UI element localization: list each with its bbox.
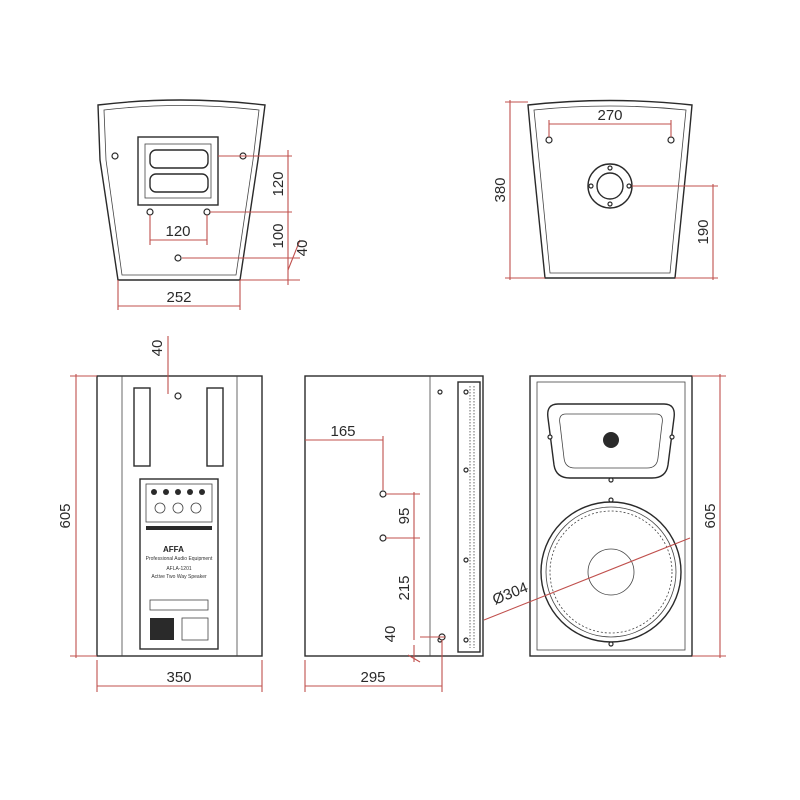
dim-bottom-pole-height: 190 <box>695 219 712 244</box>
top-view: 120 120 100 40 252 <box>97 99 311 310</box>
dim-side-spacing-2: 215 <box>396 575 413 600</box>
woofer <box>540 501 682 643</box>
dim-top-width: 252 <box>166 289 191 306</box>
side-view: 165 95 215 40 295 <box>304 375 484 692</box>
panel-brand: AFFA <box>163 545 184 554</box>
dim-rear-top-offset: 40 <box>149 340 166 357</box>
panel-description: Active Two Way Speaker <box>151 574 207 580</box>
panel-tagline: Professional Audio Equipment <box>146 556 213 562</box>
dim-rear-width: 350 <box>166 669 191 686</box>
amplifier-panel <box>139 478 219 650</box>
bottom-view: 270 380 190 <box>492 99 718 280</box>
dim-top-mount-offset: 100 <box>270 223 287 248</box>
panel-model: AFLA-1201 <box>166 566 192 572</box>
dim-bottom-height: 380 <box>492 177 509 202</box>
dim-top-handle-spacing: 120 <box>165 223 190 240</box>
rear-view: AFFA Professional Audio Equipment AFLA-1… <box>57 336 263 692</box>
dim-bottom-pole-spacing: 270 <box>597 107 622 124</box>
front-view: 605 Ø304 <box>483 374 726 658</box>
dim-side-bottom-offset: 40 <box>382 626 399 643</box>
dim-top-edge-offset: 40 <box>294 240 311 257</box>
dim-front-height: 605 <box>702 503 719 528</box>
dim-top-handle-height: 120 <box>270 171 287 196</box>
dim-rear-height: 605 <box>57 503 74 528</box>
horn-tweeter <box>547 403 675 479</box>
dim-side-mount-depth: 165 <box>330 423 355 440</box>
dim-side-depth: 295 <box>360 669 385 686</box>
dim-side-spacing-1: 95 <box>396 508 413 525</box>
top-handle <box>137 136 219 206</box>
